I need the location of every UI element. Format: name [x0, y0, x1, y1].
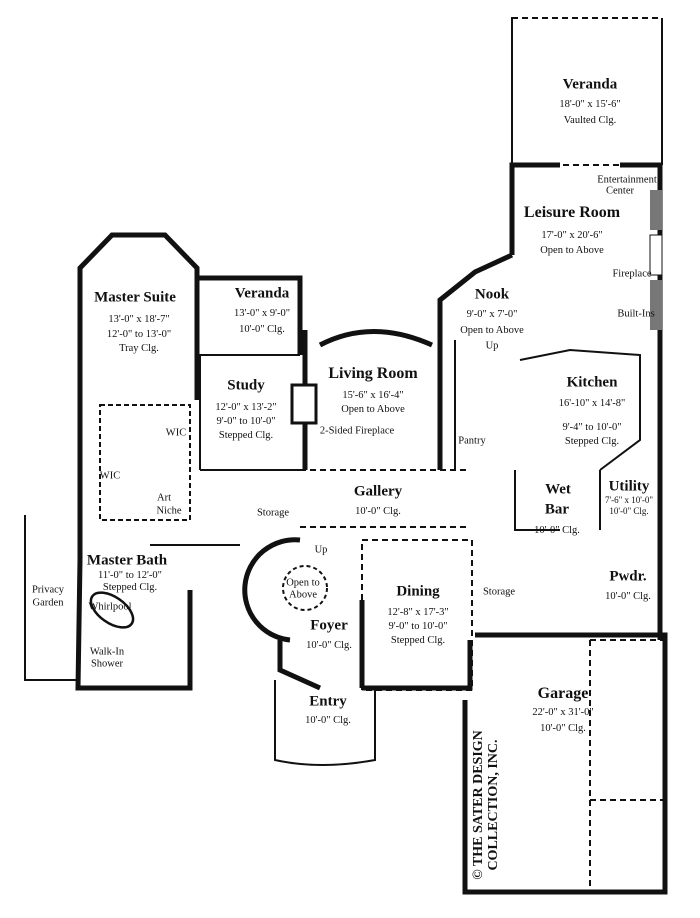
note-art: Art: [157, 492, 171, 504]
interior-walls: [24, 17, 665, 892]
room-ceiling-nook: Open to Above: [460, 325, 524, 336]
room-name-master-bath: Master Bath: [86, 552, 168, 569]
room-name-foyer: Foyer: [310, 617, 348, 634]
room-name-leisure: Leisure Room: [523, 204, 621, 221]
room-name-gallery: Gallery: [353, 483, 403, 500]
room-dims-garage: 22'-0" x 31'-0": [532, 707, 594, 718]
room-ceiling-veranda-side: 10'-0" Clg.: [239, 324, 285, 335]
room-name-veranda-rear: Veranda: [562, 76, 618, 93]
room-ceiling-dining: 9'-0" to 10'-0": [388, 621, 448, 632]
room-dims-leisure: 17'-0" x 20'-6": [541, 230, 603, 241]
fireplace: [649, 234, 663, 276]
note-storage-2: Storage: [482, 586, 516, 598]
room-ceiling2-master-bath: Stepped Clg.: [102, 582, 158, 593]
room-name-master-suite: Master Suite: [94, 289, 176, 306]
note-pantry: Pantry: [458, 435, 486, 447]
note-privacy: Privacy: [31, 584, 65, 596]
note-storage-1: Storage: [256, 507, 290, 519]
room-ceiling-wet-bar: 10'-0" Clg.: [534, 525, 580, 536]
room-name-bar: Bar: [544, 501, 570, 518]
room-ceiling-foyer: 10'-0" Clg.: [306, 640, 352, 651]
room-ceiling2-dining: Stepped Clg.: [390, 635, 446, 646]
built-ins: [650, 280, 662, 330]
room-ceiling-study: 9'-0" to 10'-0": [216, 416, 276, 427]
room-ceiling-veranda-rear: Vaulted Clg.: [563, 115, 617, 126]
copyright-line-2: COLLECTION, INC.: [486, 739, 501, 871]
note-above: Above: [289, 589, 317, 601]
note-fireplace: Fireplace: [612, 268, 652, 280]
room-dims-kitchen: 16'-10" x 14'-8": [558, 398, 626, 409]
note-two-sided-fireplace: 2-Sided Fireplace: [319, 425, 395, 437]
room-name-nook: Nook: [474, 286, 510, 303]
room-name-powder: Pwdr.: [609, 568, 647, 585]
room-dims-utility: 7'-6" x 10'-0": [604, 495, 654, 505]
note-entertainment: Entertainment: [597, 174, 657, 186]
copyright-line-1: © THE SATER DESIGN: [471, 730, 486, 880]
room-name-kitchen: Kitchen: [566, 374, 618, 391]
room-dims-master-suite: 13'-0" x 18'-7": [108, 314, 170, 325]
room-ceiling2-study: Stepped Clg.: [218, 430, 274, 441]
room-dims-dining: 12'-8" x 17'-3": [387, 607, 449, 618]
room-ceiling2-kitchen: Stepped Clg.: [564, 436, 620, 447]
note-center: Center: [606, 185, 634, 197]
living-bay-window: [318, 329, 434, 348]
spiral-stair: [242, 537, 301, 643]
room-dims-study: 12'-0" x 13'-2": [215, 402, 277, 413]
room-ceiling-powder: 10'-0" Clg.: [605, 591, 651, 602]
room-ceiling-living: Open to Above: [341, 404, 405, 415]
room-dims-living: 15'-6" x 16'-4": [342, 390, 404, 401]
room-name-study: Study: [227, 377, 265, 394]
room-name-utility: Utility: [608, 478, 650, 495]
room-name-living: Living Room: [328, 365, 418, 382]
note-garden: Garden: [32, 597, 64, 609]
room-name-veranda-side: Veranda: [234, 285, 290, 302]
note-walk-in: Walk-In: [89, 646, 125, 658]
room-name-entry: Entry: [309, 693, 347, 710]
copyright-notice: © THE SATER DESIGN COLLECTION, INC.: [471, 730, 501, 880]
room-dims-veranda-rear: 18'-0" x 15'-6": [559, 99, 621, 110]
note-wic-2: WIC: [99, 470, 121, 482]
room-ceiling-leisure: Open to Above: [540, 245, 604, 256]
note-shower: Shower: [90, 658, 124, 670]
note-wic-1: WIC: [165, 427, 187, 439]
room-name-dining: Dining: [396, 583, 440, 600]
two-sided-fireplace: [290, 383, 318, 425]
room-dims-veranda-side: 13'-0" x 9'-0": [233, 308, 291, 319]
note-whirlpool: Whirlpool: [88, 601, 132, 613]
note-stair-up: Up: [314, 544, 328, 556]
whirlpool-tub: [89, 591, 135, 629]
room-ceiling-master-bath: 11'-0" to 12'-0": [98, 570, 162, 581]
room-ceiling-master-suite: 12'-0" to 13'-0": [106, 329, 172, 340]
note-niche: Niche: [156, 505, 182, 517]
room-name-wet: Wet: [545, 481, 571, 498]
note-nook-up: Up: [485, 340, 499, 352]
room-ceiling-kitchen: 9'-4" to 10'-0": [562, 422, 622, 433]
room-name-garage: Garage: [537, 685, 589, 702]
room-ceiling-garage: 10'-0" Clg.: [540, 723, 586, 734]
note-built-ins: Built-Ins: [617, 308, 655, 320]
room-ceiling-entry: 10'-0" Clg.: [305, 715, 351, 726]
entertainment-center: [650, 190, 662, 230]
room-ceiling-gallery: 10'-0" Clg.: [355, 506, 401, 517]
room-dims-nook: 9'-0" x 7'-0": [466, 309, 518, 320]
room-ceiling2-master-suite: Tray Clg.: [119, 343, 159, 354]
room-ceiling-utility: 10'-0" Clg.: [609, 506, 649, 516]
dining-ceiling-outline: [361, 539, 473, 691]
note-open-to: Open to: [286, 577, 320, 589]
